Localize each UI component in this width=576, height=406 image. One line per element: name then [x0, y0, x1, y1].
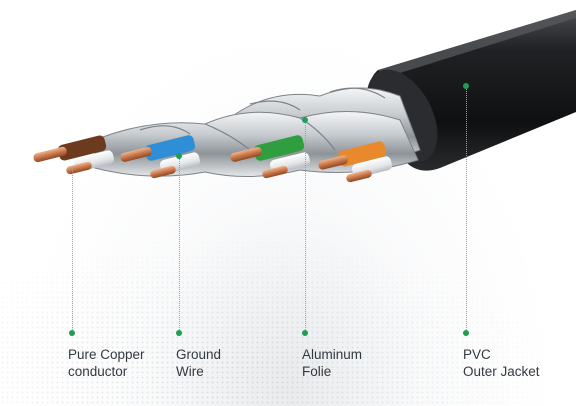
label-copper-line1: Pure Copper	[68, 347, 145, 362]
label-pvc-jacket: PVC Outer Jacket	[463, 346, 540, 380]
label-copper-conductor: Pure Copper conductor	[68, 346, 145, 380]
label-pvc-line1: PVC	[463, 347, 491, 362]
label-pvc-line2: Outer Jacket	[463, 364, 540, 379]
label-aluminum-line1: Aluminum	[302, 347, 363, 362]
label-aluminum-line2: Folie	[302, 364, 332, 379]
leader-line-aluminum	[305, 120, 306, 330]
callout-dot-jacket-top	[463, 83, 469, 89]
label-ground-line1: Ground	[176, 347, 222, 362]
callout-dot-aluminum	[302, 330, 308, 336]
dotted-background	[0, 230, 576, 406]
callout-dot-jacket	[463, 330, 469, 336]
copper-conductors	[33, 146, 372, 183]
callout-dot-aluminum-top	[302, 117, 308, 123]
label-copper-line2: conductor	[68, 364, 128, 379]
callout-dot-copper	[69, 330, 75, 336]
label-ground-wire: Ground Wire	[176, 346, 221, 380]
leader-line-jacket	[466, 86, 467, 330]
leader-line-ground	[179, 156, 180, 330]
label-aluminum-folie: Aluminum Folie	[302, 346, 362, 380]
callout-dot-ground-top	[176, 153, 182, 159]
label-ground-line2: Wire	[176, 364, 204, 379]
leader-line-copper	[72, 168, 73, 330]
callout-dot-ground	[176, 330, 182, 336]
